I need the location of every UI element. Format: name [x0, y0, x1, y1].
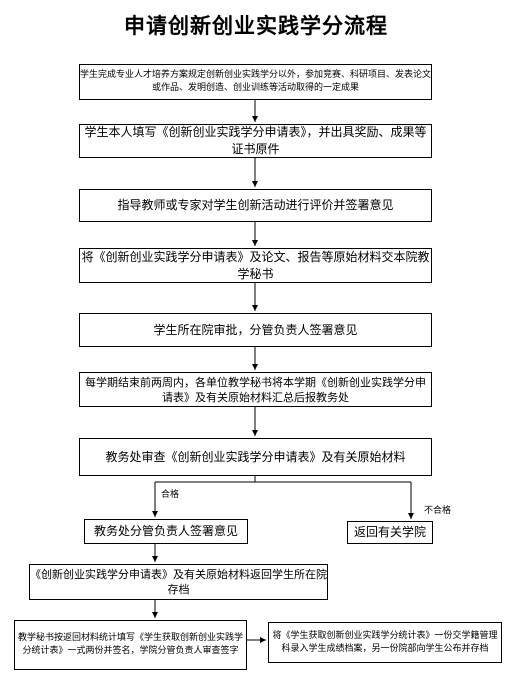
stats-form-box: 教学秘书按返回材料统计填写《学生获取创新创业实践学分统计表》一式两份并签名，学院… — [14, 620, 247, 670]
step-6-box: 每学期结束前两周内，各单位教学秘书将本学期《创新创业实践学分申请表》及有关原始材… — [79, 372, 432, 407]
step-3-box: 指导教师或专家对学生创新活动进行评价并签署意见 — [79, 189, 432, 222]
step-5-text: 学生所在院审批，分管负责人签署意见 — [153, 322, 358, 337]
stats-form-text: 教学秘书按返回材料统计填写《学生获取创新创业实践学分统计表》一式两份并签名，学院… — [17, 633, 243, 656]
step-4-box: 将《创新创业实践学分申请表》及论文、报告等原始材料交本院教学秘书 — [79, 248, 432, 283]
step-3-text: 指导教师或专家对学生创新活动进行评价并签署意见 — [117, 198, 394, 212]
archive-box: 《创新创业实践学分申请表》及有关原始材料返回学生所在院存档 — [29, 564, 328, 600]
step-6-text: 每学期结束前两周内，各单位教学秘书将本学期《创新创业实践学分申请表》及有关原始材… — [85, 375, 426, 404]
return-college-box: 返回有关学院 — [347, 521, 433, 544]
archive-text: 《创新创业实践学分申请表》及有关原始材料返回学生所在院存档 — [30, 568, 327, 596]
step-7-text: 教务处审查《创新创业实践学分申请表》及有关原始材料 — [105, 449, 406, 464]
step-2-text: 学生本人填写《创新创业实践学分申请表》，并出具奖励、成果等证书原件 — [84, 125, 427, 156]
publish-archive-text: 将《学生获取创新创业实践学分统计表》一份交学籍管理科录入学生成绩档案，另一份院部… — [272, 630, 498, 654]
pass-approval-box: 教务处分管负责人签署意见 — [84, 519, 248, 544]
page-title: 申请创新创业实践学分流程 — [124, 14, 388, 38]
step-1-text: 学生完成专业人才培养方案规定创新创业实践学分以外，参加竞赛、科研项目、发表论文或… — [80, 70, 432, 93]
step-1-box: 学生完成专业人才培养方案规定创新创业实践学分以外，参加竞赛、科研项目、发表论文或… — [79, 64, 432, 100]
return-college-text: 返回有关学院 — [353, 525, 426, 539]
step-4-text: 将《创新创业实践学分申请表》及论文、报告等原始材料交本院教学秘书 — [81, 249, 430, 281]
step-7-box: 教务处审查《创新创业实践学分申请表》及有关原始材料 — [79, 438, 432, 476]
step-2-box: 学生本人填写《创新创业实践学分申请表》，并出具奖励、成果等证书原件 — [79, 124, 432, 158]
step-5-box: 学生所在院审批，分管负责人签署意见 — [79, 313, 432, 347]
publish-archive-box: 将《学生获取创新创业实践学分统计表》一份交学籍管理科录入学生成绩档案，另一份院部… — [268, 622, 502, 663]
pass-label: 合格 — [161, 490, 180, 500]
fail-label: 不合格 — [424, 506, 452, 516]
pass-approval-text: 教务处分管负责人签署意见 — [93, 524, 238, 538]
